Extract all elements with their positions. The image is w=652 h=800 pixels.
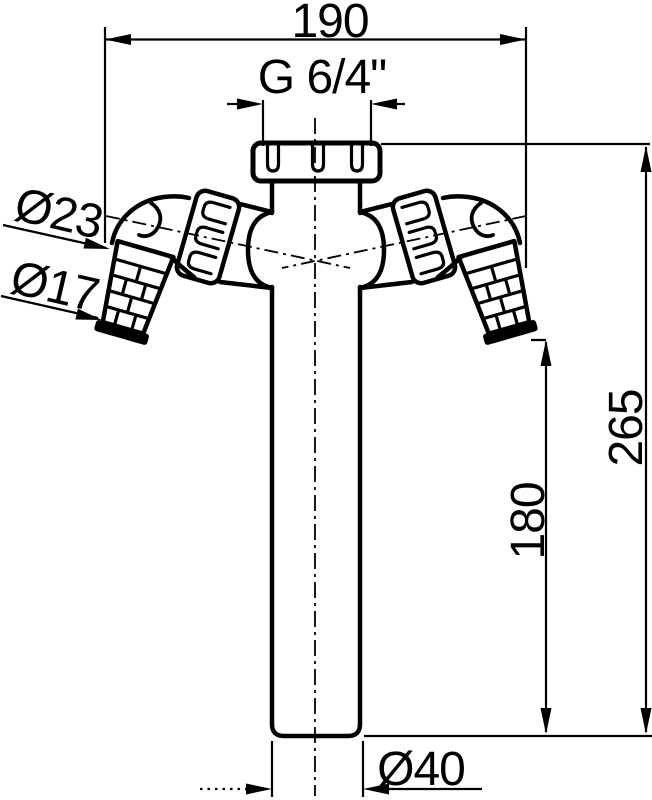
dim-label-190: 190 — [291, 0, 368, 48]
right-hose-connector — [282, 189, 540, 345]
dim-label-d40: Ø40 — [377, 743, 465, 796]
dim-label-180: 180 — [502, 482, 555, 559]
dimension-thread: G 6/4" — [227, 51, 405, 146]
dimension-d40: Ø40 — [200, 741, 482, 797]
arrowhead — [540, 340, 552, 366]
label-d23: Ø23 — [2, 178, 112, 255]
arrowhead — [640, 708, 652, 734]
arrowhead — [640, 146, 652, 172]
flange-nut — [250, 140, 383, 184]
flange-thread-slot — [310, 144, 326, 173]
arrowhead — [540, 708, 552, 734]
arrowhead — [246, 783, 272, 795]
flange-thread-slot — [349, 144, 365, 173]
dimension-265: 265 — [364, 142, 652, 738]
dim-label-thread: G 6/4" — [258, 51, 386, 104]
dim-label-d23: Ø23 — [10, 178, 107, 249]
label-d17: Ø17 — [0, 251, 104, 326]
arrowhead — [500, 34, 526, 45]
arrowhead — [105, 34, 131, 45]
flange-thread-slot — [265, 144, 281, 173]
standpipe — [269, 178, 363, 739]
dimension-190: 190 — [103, 0, 528, 268]
dim-label-d17: Ø17 — [6, 251, 103, 322]
dimension-180: 180 — [502, 338, 555, 734]
left-hose-connector — [92, 189, 350, 345]
dim-label-265: 265 — [600, 389, 652, 466]
